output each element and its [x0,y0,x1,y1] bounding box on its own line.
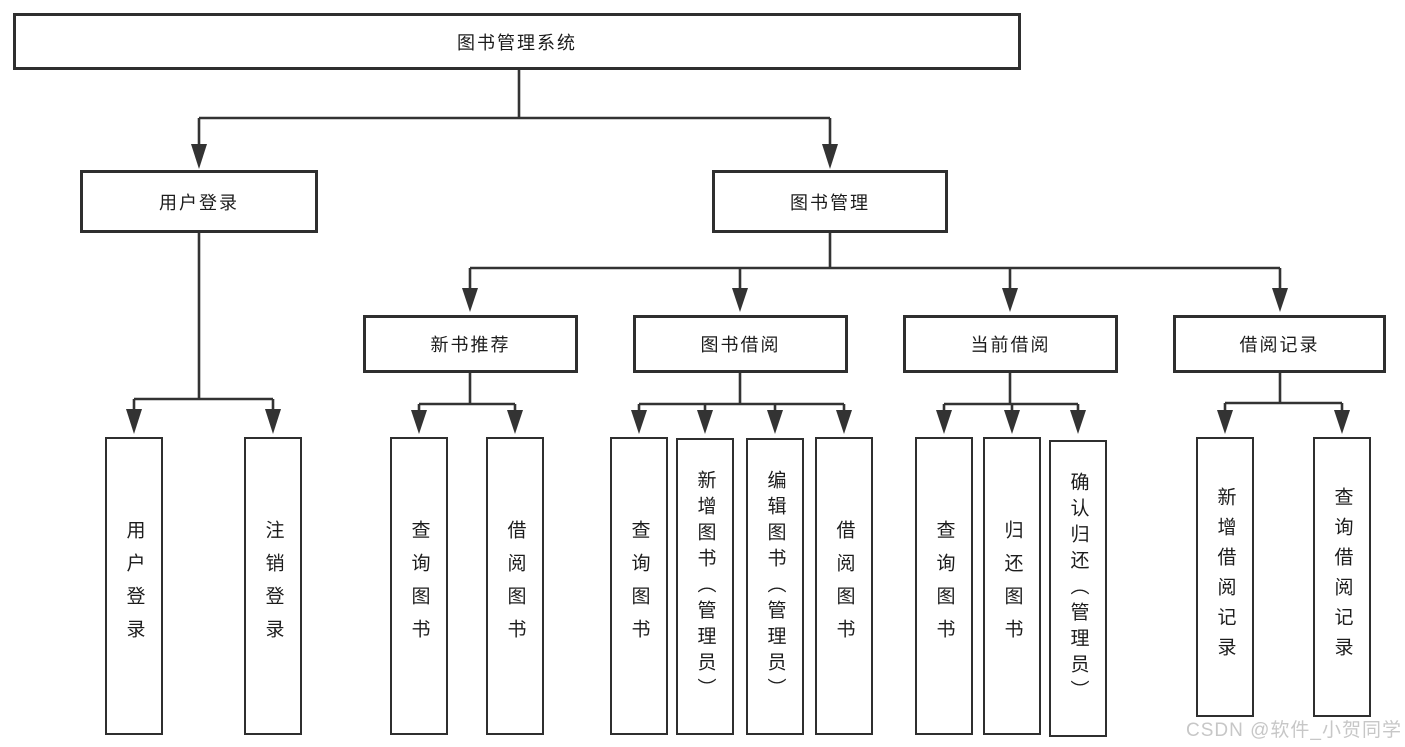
node-borrowing-records: 借阅记录 [1173,315,1386,373]
node-label: 查询图书 [408,520,430,652]
node-label: 编辑图书（管理员） [764,469,786,704]
node-label: 新书推荐 [430,335,511,355]
node-label: 新增借阅记录 [1214,487,1236,667]
node-label: 图书借阅 [700,335,781,355]
node-rec-query-books: 查询图书 [390,437,448,735]
node-label: 查询图书 [628,520,650,652]
node-records-add-record: 新增借阅记录 [1196,437,1254,717]
node-label: 用户登录 [123,520,145,652]
node-records-query-record: 查询借阅记录 [1313,437,1371,717]
node-borrow-borrow-books: 借阅图书 [815,437,873,735]
node-current-query-books: 查询图书 [915,437,973,735]
node-label: 图书管理 [790,192,870,213]
node-label: 借阅记录 [1239,335,1320,355]
node-book-management-group: 图书管理 [712,170,948,233]
node-label: 当前借阅 [970,335,1051,355]
node-label: 归还图书 [1001,520,1023,652]
node-logout-leaf: 注销登录 [244,437,302,735]
node-label: 借阅图书 [504,520,526,652]
node-current-return-books: 归还图书 [983,437,1041,735]
node-current-confirm-return-admin: 确认归还（管理员） [1049,440,1107,737]
node-user-login-leaf: 用户登录 [105,437,163,735]
arrowheads [126,144,1350,434]
node-current-borrowing: 当前借阅 [903,315,1118,373]
node-label: 借阅图书 [833,520,855,652]
csdn-watermark: CSDN @软件_小贺同学 [1186,720,1402,741]
node-new-book-recommend: 新书推荐 [363,315,578,373]
node-label: 新增图书（管理员） [694,469,716,704]
node-label: 查询借阅记录 [1331,487,1353,667]
node-label: 确认归还（管理员） [1067,471,1089,706]
node-rec-borrow-books: 借阅图书 [486,437,544,735]
node-user-login-group: 用户登录 [80,170,318,233]
node-borrow-query-books: 查询图书 [610,437,668,735]
node-label: 用户登录 [159,192,239,213]
node-borrow-edit-books-admin: 编辑图书（管理员） [746,438,804,735]
node-book-borrowing: 图书借阅 [633,315,848,373]
node-library-management-system: 图书管理系统 [13,13,1021,70]
node-label: 图书管理系统 [457,32,577,53]
node-label: 查询图书 [933,520,955,652]
node-label: 注销登录 [262,520,284,652]
node-borrow-add-books-admin: 新增图书（管理员） [676,438,734,735]
